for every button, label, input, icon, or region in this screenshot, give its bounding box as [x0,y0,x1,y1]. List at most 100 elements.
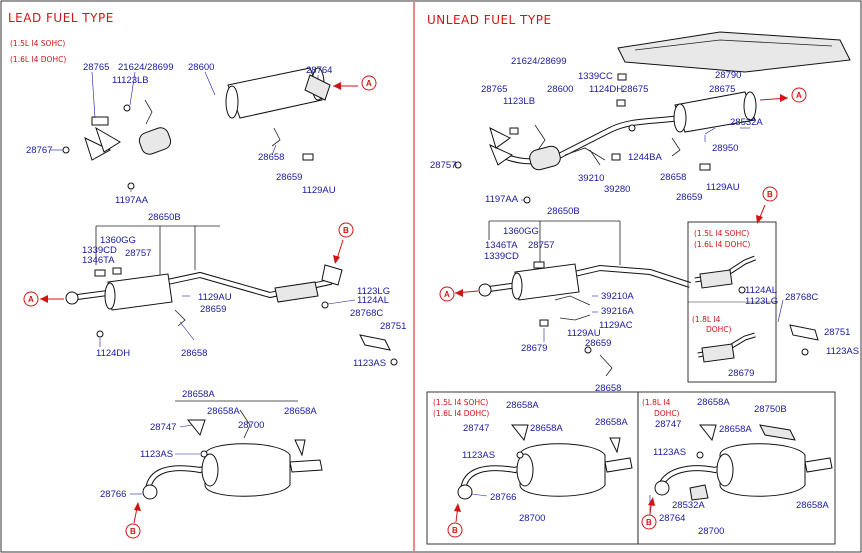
heat-protector-28790 [617,31,851,73]
svg-text:A: A [796,91,802,100]
label-ua-28766: 28766 [490,492,516,503]
label-u-1339cc: 1339CC [578,71,613,82]
label-28658a-3: 28658A [284,406,317,417]
muf-note-b2: DOHC) [654,409,680,418]
label-u-28757: 28757 [430,160,456,171]
lead-front-pipe-assembly [62,67,331,190]
rear-box-b-contents: (1.8L I4 DOHC) 28658A 28750B 28747 28658… [642,397,833,537]
label-u-21624-28699: 21624/28699 [511,56,566,67]
svg-text:A: A [366,79,372,88]
box-note-a1: (1.5L I4 SOHC) [694,229,749,238]
label-28766: 28766 [100,489,126,500]
label-ub-1123as: 1123AS [653,447,686,458]
label-21624-28699: 21624/28699 [118,62,173,73]
label-1124dh: 1124DH [96,348,130,359]
rear-box-b [637,391,836,545]
label-1129au: 1129AU [302,185,336,196]
label-u-28679-b: 28679 [728,368,754,379]
label-u-28765: 28765 [481,84,507,95]
label-1197aa: 1197AA [115,195,149,206]
unlead-center-right-labels: 28768C 28751 1123AS [777,292,859,357]
ref-b-unlead-center: B [756,186,778,224]
rear-box-a-contents: (1.5L I4 SOHC) (1.6L I4 DOHC) 28658A 287… [433,398,633,524]
label-28658a-1: 28658A [182,389,215,400]
label-28658a-2: 28658A [207,406,240,417]
engine-variant-contents: (1.5L I4 SOHC) (1.6L I4 DOHC) 1124AL 112… [692,229,778,379]
label-u-28659-c: 28659 [585,338,611,349]
label-ua-1123as: 1123AS [462,450,495,461]
label-u-1244ba: 1244BA [628,152,662,163]
label-ub-28750b: 28750B [754,404,787,415]
label-ua-28747: 28747 [463,423,489,434]
svg-text:B: B [130,527,136,536]
label-28747: 28747 [150,422,176,433]
box-note-a2: (1.6L I4 DOHC) [694,240,750,249]
label-11123lb: 11123LB [112,75,149,86]
label-28767: 28767 [26,145,52,156]
label-u-1129ac: 1129AC [599,320,633,331]
label-28650b: 28650B [148,212,181,223]
label-u-1123lb: 1123LB [503,96,535,107]
label-u-39216a: 39216A [601,306,634,317]
label-28658-center: 28658 [181,348,207,359]
label-ub-28700: 28700 [698,526,724,537]
label-u-28790: 28790 [715,70,741,81]
ref-a-unlead-front: A [759,87,807,103]
label-ub-28764: 28764 [659,513,685,524]
label-ub-28658a-2: 28658A [719,424,752,435]
unlead-center-assembly [478,220,691,377]
label-u-28532a: 28532A [730,117,763,128]
label-28764: 28764 [306,65,332,76]
label-u-28757: 28757 [528,240,554,251]
label-1339cd: 1339CD [82,245,117,256]
label-28600: 28600 [188,62,214,73]
label-u-28751: 28751 [824,327,850,338]
lead-rear-muffler-assembly [142,400,323,500]
label-u-28675-2: 28675 [709,84,735,95]
lead-center-pipe-assembly [65,225,398,366]
lead-center-labels: 28650B 1360GG 1339CD 1346TA 28757 1129AU… [82,212,406,369]
label-1123lg: 1123LG [357,286,390,297]
label-u-28658-c: 28658 [595,383,621,394]
lead-note-1: (1.5L I4 SOHC) [10,39,65,48]
label-28751: 28751 [380,321,406,332]
label-1129au-center: 1129AU [198,292,232,303]
label-u-1124dh: 1124DH [589,84,623,95]
label-1360gg: 1360GG [100,235,136,246]
label-u-28679: 28679 [521,343,547,354]
label-u-1346ta: 1346TA [485,240,518,251]
label-28757: 28757 [125,248,151,259]
label-ub-28658a-3: 28658A [796,500,829,511]
svg-text:B: B [343,226,349,235]
label-ua-28658a-2: 28658A [530,423,563,434]
box-note-b2: DOHC) [706,325,732,334]
unlead-title: UNLEAD FUEL TYPE [427,13,552,27]
unlead-front-assembly [454,31,851,204]
label-28658: 28658 [258,152,284,163]
label-u-39210: 39210 [578,173,604,184]
muf-note-b1: (1.8L I4 [642,398,671,407]
ref-b-unlead-rear-b: B [641,497,657,530]
ref-b-lead-rear: B [125,502,141,539]
label-u-28659: 28659 [676,192,702,203]
svg-text:B: B [767,190,773,199]
box-note-b1: (1.8L I4 [692,315,721,324]
label-28659: 28659 [276,172,302,183]
unlead-front-labels: 21624/28699 1339CC 28790 28765 1123LB 28… [430,56,763,205]
svg-text:B: B [646,518,652,527]
label-u-28658: 28658 [660,172,686,183]
muf-note-a1: (1.5L I4 SOHC) [433,398,488,407]
label-u-28675-1: 28675 [622,84,648,95]
label-ua-28700: 28700 [519,513,545,524]
label-1123as-rear: 1123AS [140,449,173,460]
label-1124al: 1124AL [357,295,389,306]
label-1123as-center: 1123AS [353,358,386,369]
svg-text:B: B [452,526,458,535]
ref-a-lead-center: A [23,291,64,307]
label-ua-28658a-1: 28658A [506,400,539,411]
svg-text:A: A [444,290,450,299]
svg-text:A: A [28,295,34,304]
